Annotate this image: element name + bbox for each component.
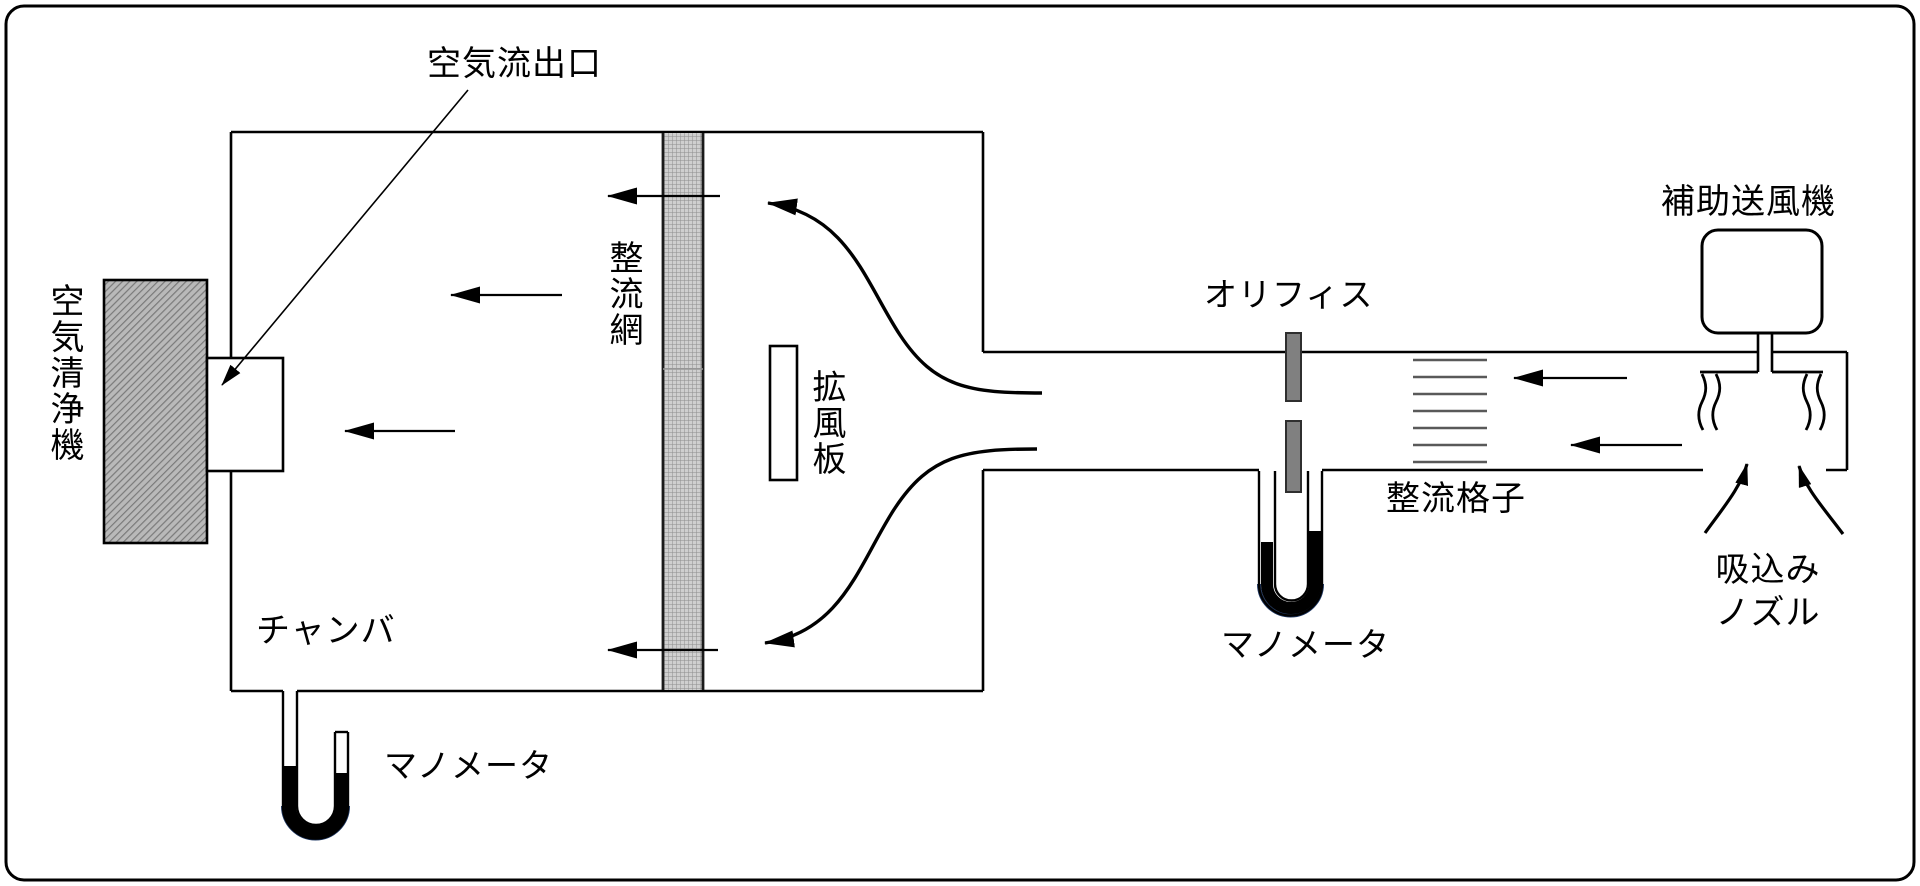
manometer-chamber	[281, 691, 350, 841]
auxiliary-blower-label: 補助送風機	[1661, 182, 1836, 222]
air-cleaner-label: 空気清浄機	[44, 283, 84, 463]
blower-stem	[1756, 333, 1774, 372]
flow-arrow-curved-upper	[767, 198, 1043, 395]
chamber-label: チャンバ	[256, 611, 396, 651]
manometer-orifice	[1257, 471, 1324, 618]
manometer-tube-outer	[281, 691, 350, 840]
air-outlet-leader-line	[221, 89, 469, 386]
suction-arrows	[1703, 463, 1845, 535]
outer-border	[4, 4, 1916, 882]
orifice-plates	[1285, 332, 1302, 493]
rectifier-screen-label: 整流網	[603, 240, 643, 348]
nozzle-profile-left-inner	[1711, 373, 1722, 431]
rectifier-grid	[1413, 358, 1487, 464]
flow-arrows-curved	[764, 198, 1043, 648]
manometer-liquid	[1261, 531, 1321, 614]
manometer-orifice-label: マノメータ	[1221, 625, 1391, 664]
air-outlet-label: 空気流出口	[427, 44, 602, 84]
suction-nozzle-label: 吸込み ノズル	[1692, 549, 1844, 635]
manometer-tube-outer	[1257, 471, 1324, 617]
air-cleaner-block	[102, 278, 209, 545]
nozzle-profile-right-outer	[1815, 373, 1826, 431]
orifice-label: オリフィス	[1204, 275, 1374, 314]
suction-nozzle-label-line2: ノズル	[1715, 593, 1821, 633]
orifice-plate-lower	[1285, 420, 1302, 493]
suction-nozzle-label-line1: 吸込み	[1715, 550, 1821, 590]
flow-arrow-curved-lower	[764, 447, 1038, 648]
air-outlet-box	[205, 356, 285, 473]
blower-box	[1700, 228, 1824, 335]
nozzle-profile-right-inner	[1801, 373, 1812, 431]
manometer-liquid	[284, 766, 348, 838]
chamber-walls	[229, 130, 985, 693]
manometer-chamber-label: マノメータ	[384, 746, 554, 785]
rectifier-screen-column	[661, 133, 705, 690]
rectifier-grid-label: 整流格子	[1386, 479, 1526, 519]
orifice-plate-upper	[1285, 332, 1302, 402]
nozzle-profile-left-outer	[1697, 373, 1708, 431]
diffuser-plate-label: 拡風板	[806, 369, 846, 477]
manometer-tube-inner	[295, 691, 337, 827]
diffuser-plate	[768, 344, 799, 482]
suction-nozzle	[1697, 370, 1826, 431]
auxiliary-blower	[1700, 228, 1824, 372]
duct-walls	[983, 350, 1849, 472]
suction-arrow-left	[1703, 463, 1749, 534]
flow-arrows-straight	[344, 187, 1682, 659]
suction-arrow-right	[1797, 465, 1845, 535]
manometer-tube-inner	[1273, 471, 1310, 602]
